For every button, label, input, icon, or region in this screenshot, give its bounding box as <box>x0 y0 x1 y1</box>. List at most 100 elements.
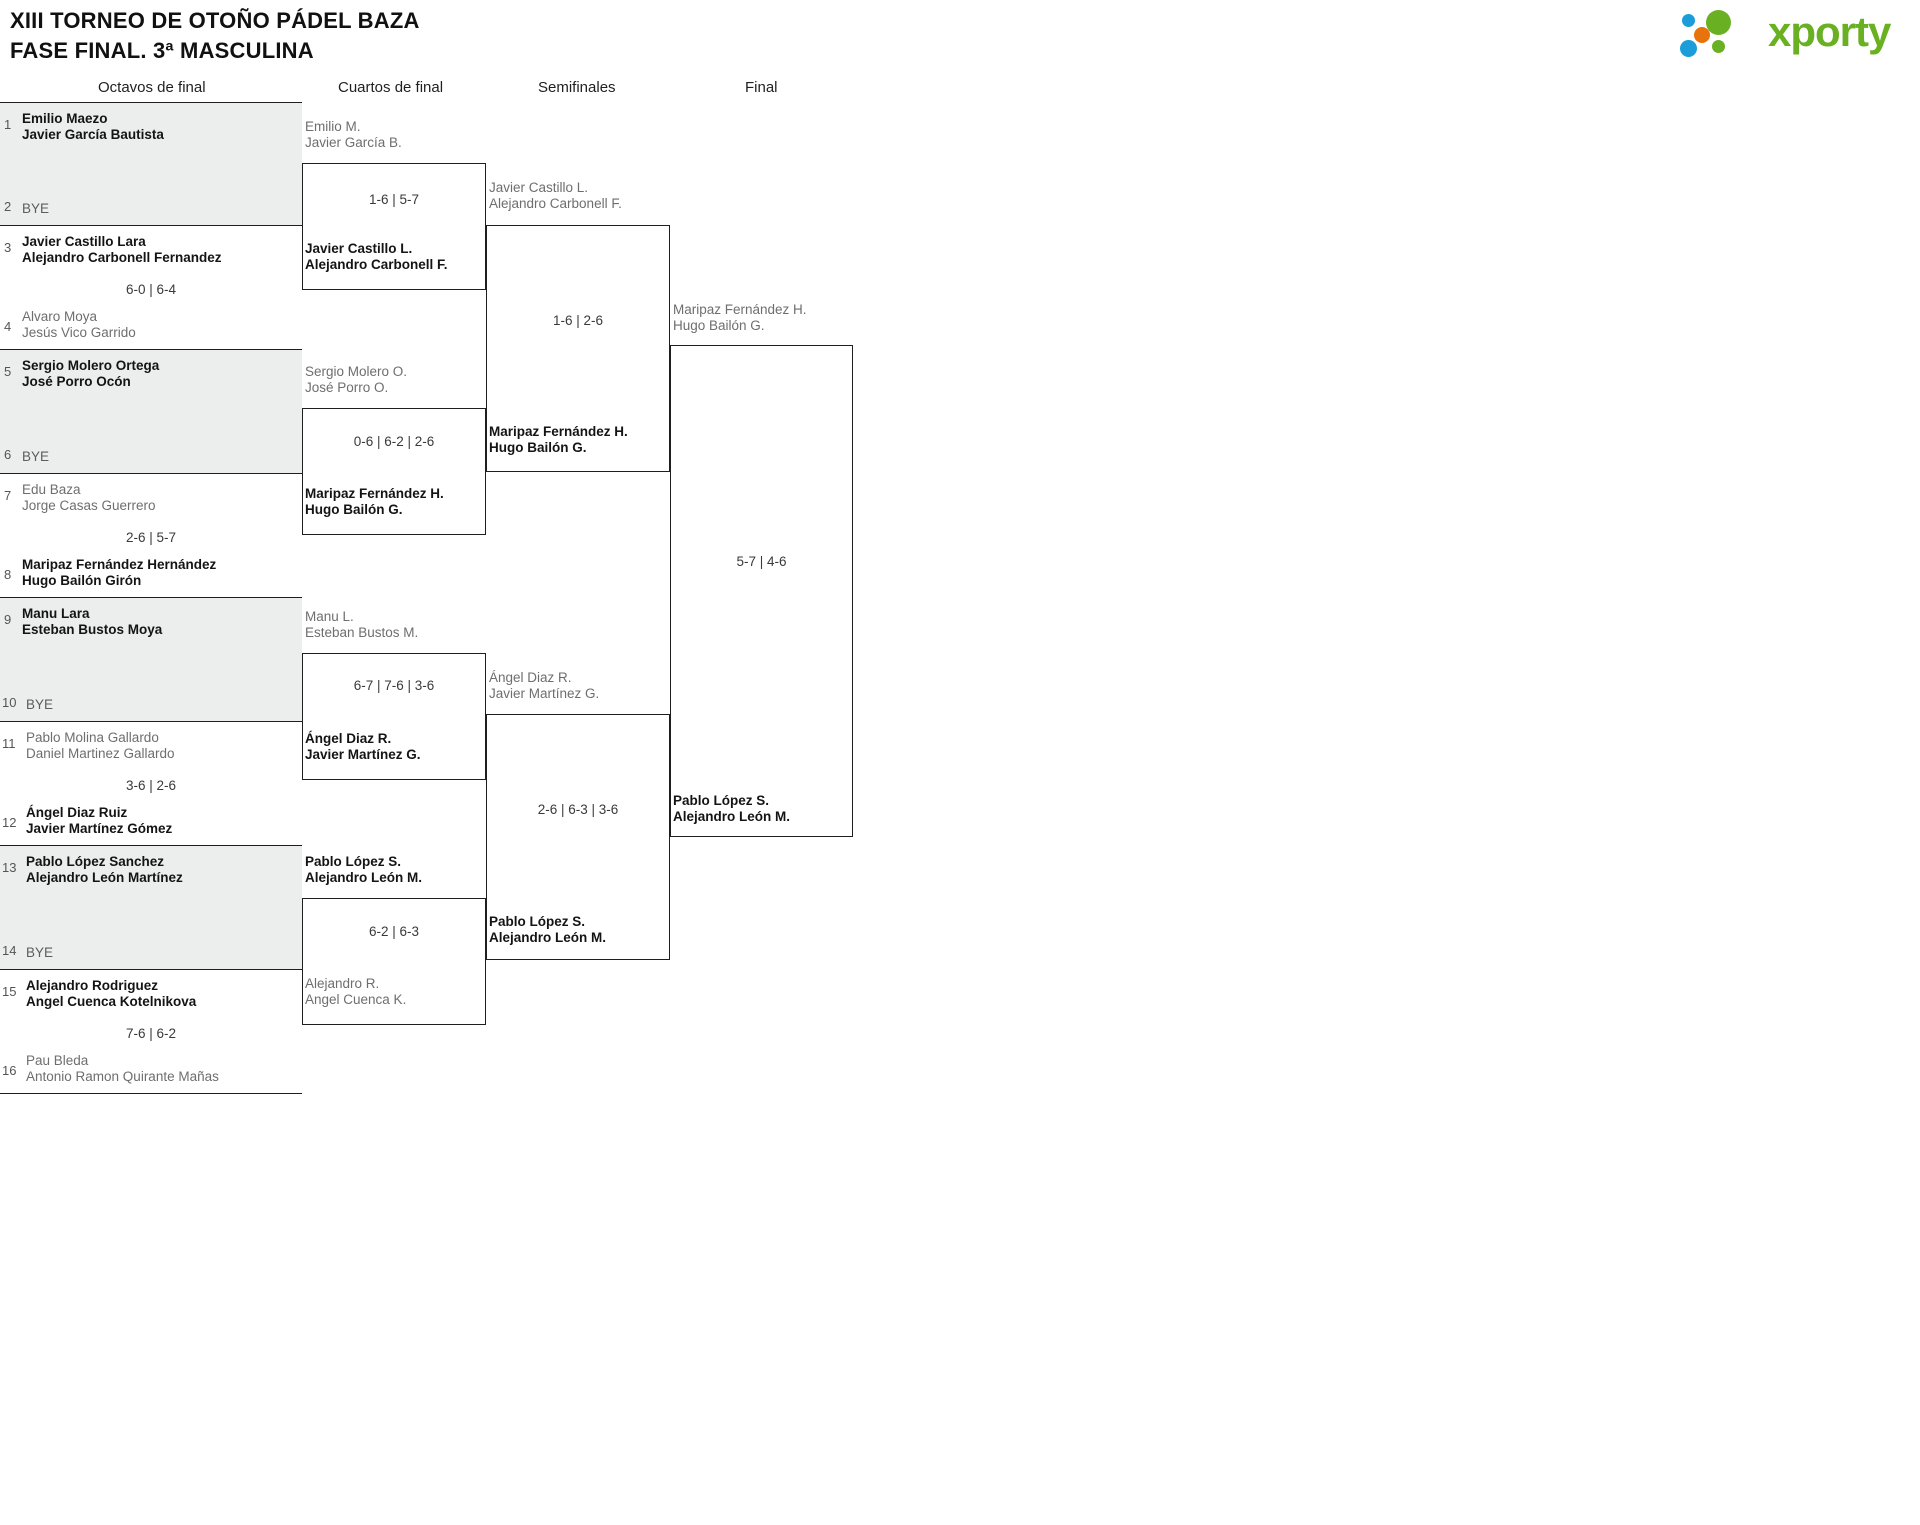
sf2-team-bottom: Pablo López S. Alejandro León M. <box>489 914 606 946</box>
xporty-logo[interactable]: xporty <box>1680 6 1910 58</box>
seed-number: 16 <box>2 1063 17 1078</box>
bye-label: BYE <box>26 945 54 960</box>
player-name: Esteban Bustos Moya <box>22 622 163 637</box>
player-name: Maripaz Fernández Hernández <box>22 557 217 572</box>
r16-team-bottom: Pau Bleda Antonio Ramon Quirante Mañas <box>26 1053 298 1085</box>
player-name: Alejandro Carbonell F. <box>305 257 448 272</box>
player-name: José Porro Ocón <box>22 374 131 389</box>
player-name: Alejandro León Martínez <box>26 870 183 885</box>
logo-dot-blue-large <box>1680 40 1697 57</box>
player-name: Jesús Vico Garrido <box>22 325 136 340</box>
player-name: Angel Cuenca Kotelnikova <box>26 994 197 1009</box>
final-team-top: Maripaz Fernández H. Hugo Bailón G. <box>673 302 807 334</box>
seed-number: 14 <box>2 943 17 958</box>
match-score: 2-6 | 5-7 <box>125 530 177 545</box>
player-name: Esteban Bustos M. <box>305 625 419 640</box>
seed-number: 3 <box>4 240 12 255</box>
player-name: José Porro O. <box>305 380 389 395</box>
r16-team-bottom: BYE <box>26 945 298 961</box>
r16-match-8[interactable]: 15 Alejandro Rodriguez Angel Cuenca Kote… <box>0 970 302 1094</box>
player-name: Hugo Bailón G. <box>305 502 403 517</box>
r16-team-top: Sergio Molero Ortega José Porro Ocón <box>22 358 298 390</box>
qf1-match-box[interactable]: 1-6 | 5-7 <box>302 163 486 290</box>
sf1-match-box[interactable]: 1-6 | 2-6 <box>486 225 670 472</box>
player-name: Alejandro León M. <box>305 870 423 885</box>
player-name: Javier García Bautista <box>22 127 164 142</box>
final-match-box[interactable]: 5-7 | 4-6 <box>670 345 853 837</box>
player-name: Sergio Molero O. <box>305 364 408 379</box>
r16-match-5[interactable]: 9 Manu Lara Esteban Bustos Moya 10 BYE <box>0 598 302 722</box>
qf4-match-box[interactable]: 6-2 | 6-3 <box>302 898 486 1025</box>
sf2-team-top: Ángel Diaz R. Javier Martínez G. <box>489 670 599 702</box>
logo-dots-icon <box>1680 10 1766 57</box>
r16-match-3[interactable]: 5 Sergio Molero Ortega José Porro Ocón 6… <box>0 350 302 474</box>
match-score: 6-7 | 7-6 | 3-6 <box>353 678 435 693</box>
player-name: Sergio Molero Ortega <box>22 358 160 373</box>
qf2-team-top: Sergio Molero O. José Porro O. <box>305 364 407 396</box>
r16-match-1[interactable]: 1 Emilio Maezo Javier García Bautista 2 … <box>0 102 302 226</box>
r16-team-top: Javier Castillo Lara Alejandro Carbonell… <box>22 234 298 266</box>
player-name: Edu Baza <box>22 482 81 497</box>
player-name: Antonio Ramon Quirante Mañas <box>26 1069 219 1084</box>
player-name: Maripaz Fernández H. <box>673 302 807 317</box>
final-team-bottom: Pablo López S. Alejandro León M. <box>673 793 790 825</box>
r16-match-2[interactable]: 3 Javier Castillo Lara Alejandro Carbone… <box>0 226 302 350</box>
seed-number: 10 <box>2 695 17 710</box>
round-header-semifinales: Semifinales <box>538 79 616 96</box>
player-name: Pablo López Sanchez <box>26 854 165 869</box>
player-name: Ángel Diaz R. <box>489 670 572 685</box>
qf3-match-box[interactable]: 6-7 | 7-6 | 3-6 <box>302 653 486 780</box>
round-of-16-column: 1 Emilio Maezo Javier García Bautista 2 … <box>0 102 302 1094</box>
bye-label: BYE <box>22 449 50 464</box>
r16-team-top: Alejandro Rodriguez Angel Cuenca Kotelni… <box>26 978 298 1010</box>
seed-number: 2 <box>4 199 12 214</box>
r16-team-bottom: Maripaz Fernández Hernández Hugo Bailón … <box>22 557 298 589</box>
qf4-team-bottom: Alejandro R. Angel Cuenca K. <box>305 976 406 1008</box>
logo-dot-blue-small <box>1682 14 1695 27</box>
seed-number: 4 <box>4 319 12 334</box>
champion-name: Alejandro León M. <box>673 809 791 824</box>
seed-number: 15 <box>2 984 17 999</box>
r16-team-bottom: BYE <box>22 449 298 465</box>
player-name: Pablo López S. <box>305 854 402 869</box>
seed-number: 9 <box>4 612 12 627</box>
seed-number: 6 <box>4 447 12 462</box>
player-name: Angel Cuenca K. <box>305 992 407 1007</box>
seed-number: 8 <box>4 567 12 582</box>
r16-team-bottom: BYE <box>22 201 298 217</box>
sf1-team-top: Javier Castillo L. Alejandro Carbonell F… <box>489 180 622 212</box>
player-name: Pablo López S. <box>489 914 586 929</box>
player-name: Emilio Maezo <box>22 111 108 126</box>
match-score: 1-6 | 5-7 <box>368 192 420 207</box>
r16-team-top: Pablo López Sanchez Alejandro León Martí… <box>26 854 298 886</box>
sf1-team-bottom: Maripaz Fernández H. Hugo Bailón G. <box>489 424 628 456</box>
bye-label: BYE <box>26 697 54 712</box>
r16-team-top: Pablo Molina Gallardo Daniel Martinez Ga… <box>26 730 298 762</box>
qf3-team-top: Manu L. Esteban Bustos M. <box>305 609 418 641</box>
player-name: Alejandro León M. <box>489 930 607 945</box>
player-name: Maripaz Fernández H. <box>489 424 628 439</box>
player-name: Jorge Casas Guerrero <box>22 498 156 513</box>
r16-match-4[interactable]: 7 Edu Baza Jorge Casas Guerrero 8 Maripa… <box>0 474 302 598</box>
qf3-team-bottom: Ángel Diaz R. Javier Martínez G. <box>305 731 421 763</box>
qf2-team-bottom: Maripaz Fernández H. Hugo Bailón G. <box>305 486 444 518</box>
player-name: Javier Castillo Lara <box>22 234 146 249</box>
qf2-match-box[interactable]: 0-6 | 6-2 | 2-6 <box>302 408 486 535</box>
seed-number: 5 <box>4 364 12 379</box>
sf2-match-box[interactable]: 2-6 | 6-3 | 3-6 <box>486 714 670 960</box>
seed-number: 7 <box>4 488 12 503</box>
player-name: Pau Bleda <box>26 1053 89 1068</box>
r16-match-6[interactable]: 11 Pablo Molina Gallardo Daniel Martinez… <box>0 722 302 846</box>
round-header-cuartos: Cuartos de final <box>338 79 444 96</box>
player-name: Alejandro R. <box>305 976 380 991</box>
player-name: Manu L. <box>305 609 354 624</box>
logo-dot-orange <box>1694 27 1710 43</box>
qf4-team-top: Pablo López S. Alejandro León M. <box>305 854 422 886</box>
r16-match-7[interactable]: 13 Pablo López Sanchez Alejandro León Ma… <box>0 846 302 970</box>
logo-dot-green-small <box>1712 40 1725 53</box>
r16-team-bottom: Alvaro Moya Jesús Vico Garrido <box>22 309 298 341</box>
seed-number: 1 <box>4 117 12 132</box>
player-name: Javier Castillo L. <box>489 180 589 195</box>
match-score: 0-6 | 6-2 | 2-6 <box>353 434 435 449</box>
seed-number: 13 <box>2 860 17 875</box>
